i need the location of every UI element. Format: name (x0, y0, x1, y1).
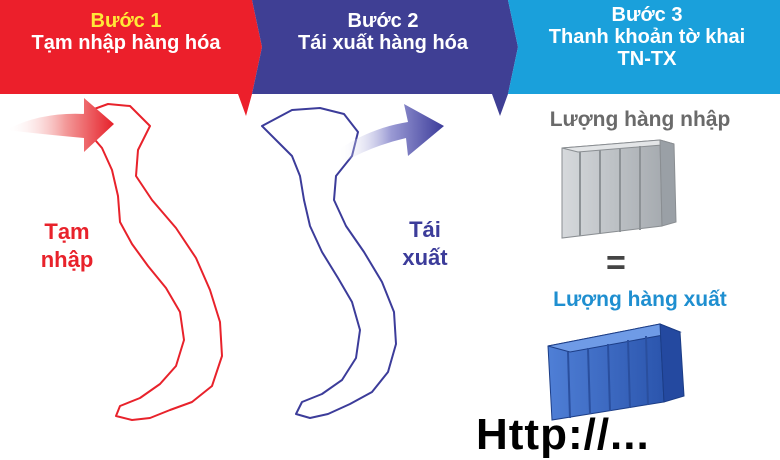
temporary-import-label-line1: Tạm (44, 219, 90, 244)
step-1-title: Bước 1 Tạm nhập hàng hóa (0, 10, 252, 54)
step-2-title: Bước 2 Tái xuất hàng hóa (258, 10, 508, 54)
export-arrow (338, 104, 444, 162)
equals-sign: = (606, 244, 626, 282)
step-2-banner (252, 0, 518, 116)
step-1-banner (0, 0, 262, 116)
step-2-text: Tái xuất hàng hóa (297, 32, 469, 54)
step-3-banner (508, 0, 780, 94)
diagram-artwork (0, 0, 780, 421)
watermark-text: Http://... (476, 410, 650, 459)
vietnam-map-outline-left (79, 103, 223, 421)
step-3-number: Bước 3 (611, 4, 683, 26)
step-1-text: Tạm nhập hàng hóa (31, 32, 221, 54)
temporary-import-label: Tạm nhập (12, 218, 122, 274)
vietnam-map-outline-middle (261, 107, 397, 419)
export-quantity-label: Lượng hàng xuất (553, 288, 727, 311)
re-export-label: Tái xuất (390, 216, 460, 272)
step-2-number: Bước 2 (347, 10, 419, 32)
re-export-label-line1: Tái (409, 217, 441, 242)
import-container-icon (561, 139, 677, 239)
export-container-icon (547, 323, 685, 421)
import-arrow (6, 98, 114, 152)
import-quantity-label: Lượng hàng nhập (549, 108, 731, 131)
re-export-label-line2: xuất (402, 245, 448, 270)
step-3-title: Bước 3 Thanh khoản tờ khai TN-TX (514, 4, 780, 70)
step-3-text-line2: TN-TX (617, 48, 677, 70)
temporary-import-label-line2: nhập (40, 247, 94, 272)
step-3-text-line1: Thanh khoản tờ khai (548, 26, 746, 48)
step-1-number: Bước 1 (90, 10, 162, 32)
